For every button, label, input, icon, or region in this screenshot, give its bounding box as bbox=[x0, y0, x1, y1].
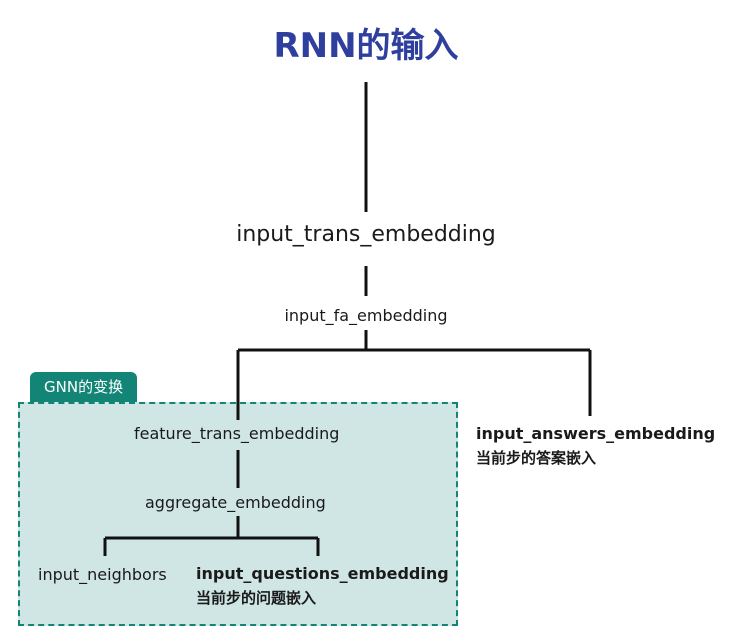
gnn-group-box bbox=[18, 402, 458, 626]
node-input-questions-embedding: input_questions_embedding bbox=[196, 564, 449, 583]
node-answers-caption: 当前步的答案嵌入 bbox=[476, 449, 597, 467]
node-questions-caption: 当前步的问题嵌入 bbox=[196, 589, 317, 607]
node-input-neighbors: input_neighbors bbox=[38, 565, 167, 584]
node-feature-trans-embedding: feature_trans_embedding bbox=[134, 424, 340, 443]
diagram-title: RNN的输入 bbox=[273, 26, 459, 66]
node-input-answers-embedding: input_answers_embedding bbox=[476, 424, 716, 443]
node-aggregate-embedding: aggregate_embedding bbox=[145, 493, 326, 512]
node-input-trans-embedding: input_trans_embedding bbox=[236, 222, 496, 247]
gnn-group-label: GNN的变换 bbox=[30, 372, 138, 402]
node-input-fa-embedding: input_fa_embedding bbox=[284, 306, 448, 325]
